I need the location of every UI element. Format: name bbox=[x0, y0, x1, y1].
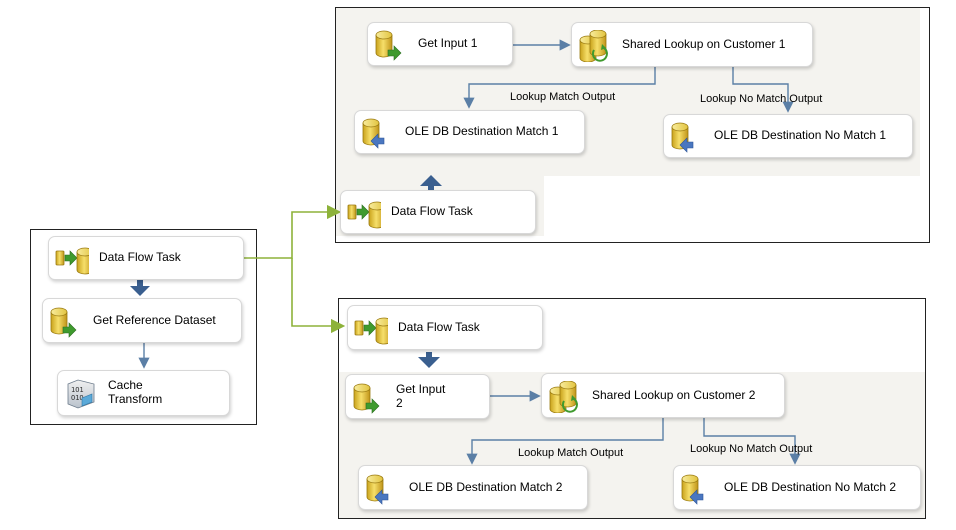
ole-db-source-icon bbox=[374, 29, 408, 61]
bottom-shared-lookup-node[interactable]: Shared Lookup on Customer 2 bbox=[541, 373, 785, 418]
bottom-get-input-node[interactable]: Get Input 2 bbox=[345, 374, 490, 419]
node-label: OLE DB Destination Match 2 bbox=[409, 479, 563, 494]
lookup-transform-icon bbox=[578, 29, 612, 62]
green-link-to-bottom bbox=[291, 258, 346, 334]
bottom-data-flow-task[interactable]: Data Flow Task bbox=[347, 305, 543, 350]
top-data-flow-task[interactable]: Data Flow Task bbox=[340, 190, 536, 234]
node-label: OLE DB Destination Match 1 bbox=[405, 124, 559, 139]
bottom-dest-nomatch-node[interactable]: OLE DB Destination No Match 2 bbox=[673, 465, 921, 510]
ole-db-source-icon bbox=[49, 306, 83, 338]
node-label: Cache Transform bbox=[108, 378, 163, 406]
svg-text:O1O: O1O bbox=[71, 394, 84, 402]
bottom-match-label: Lookup Match Output bbox=[518, 447, 624, 459]
lookup-transform-icon bbox=[548, 380, 582, 413]
node-label: Get Input 2 bbox=[396, 381, 446, 410]
ole-db-destination-icon bbox=[670, 121, 704, 153]
node-label: Get Reference Dataset bbox=[93, 312, 216, 327]
ole-db-destination-icon bbox=[361, 117, 395, 149]
data-flow-task-icon bbox=[354, 313, 388, 344]
node-label: Data Flow Task bbox=[398, 319, 480, 334]
ole-db-source-icon bbox=[352, 382, 386, 414]
top-shared-lookup-node[interactable]: Shared Lookup on Customer 1 bbox=[571, 22, 813, 67]
ole-db-destination-icon bbox=[365, 473, 399, 505]
ole-db-destination-icon bbox=[680, 473, 714, 505]
node-label: Data Flow Task bbox=[99, 250, 181, 265]
top-nomatch-label: Lookup No Match Output bbox=[700, 93, 823, 105]
node-label: Shared Lookup on Customer 2 bbox=[592, 387, 756, 402]
svg-text:1O1: 1O1 bbox=[71, 386, 84, 394]
top-get-input-node[interactable]: Get Input 1 bbox=[367, 22, 513, 66]
top-match-label: Lookup Match Output bbox=[510, 91, 616, 103]
data-flow-task-icon bbox=[55, 243, 89, 275]
top-dest-nomatch-node[interactable]: OLE DB Destination No Match 1 bbox=[663, 114, 913, 158]
cache-transform-node[interactable]: 1O1 O1O Cache Transform bbox=[57, 370, 230, 416]
bottom-dest-match-node[interactable]: OLE DB Destination Match 2 bbox=[358, 465, 588, 510]
node-label: Get Input 1 bbox=[418, 36, 478, 51]
top-dest-match-node[interactable]: OLE DB Destination Match 1 bbox=[354, 110, 585, 154]
node-label: OLE DB Destination No Match 1 bbox=[714, 128, 887, 143]
green-link-to-top bbox=[244, 204, 342, 259]
node-label: Data Flow Task bbox=[391, 204, 473, 219]
node-label: Shared Lookup on Customer 1 bbox=[622, 36, 786, 51]
get-reference-dataset-node[interactable]: Get Reference Dataset bbox=[42, 298, 242, 343]
cache-transform-icon: 1O1 O1O bbox=[64, 378, 98, 409]
bottom-nomatch-label: Lookup No Match Output bbox=[690, 443, 813, 455]
node-label: OLE DB Destination No Match 2 bbox=[724, 479, 897, 494]
data-flow-task-icon bbox=[347, 197, 381, 229]
left-data-flow-task[interactable]: Data Flow Task bbox=[48, 236, 244, 280]
